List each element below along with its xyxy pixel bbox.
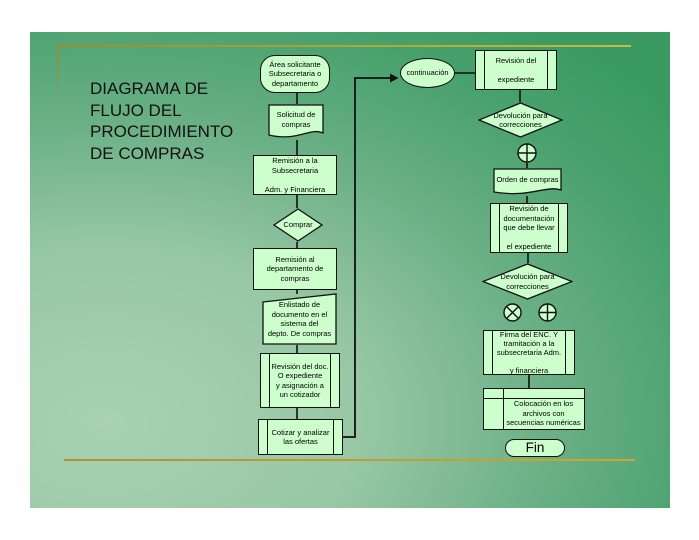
shape-fin: Fin [505,439,565,457]
accent-line-left [57,45,59,107]
shape-cotizar: Cotizar y analizar las ofertas [258,419,343,455]
shape-label: Devolución para correcciones [500,272,555,291]
slide: DIAGRAMA DE FLUJO DEL PROCEDIMIENTO DE C… [30,32,670,508]
shape-area-solicitante: Área solicitante Subsecretaria o departa… [260,55,330,93]
shape-enlistado: Enlistado de documento en el sistema del… [262,293,337,345]
accent-line-top [57,45,631,47]
document-icon [493,168,562,195]
shape-revision-documentacion: Revisión de documentación que debe lleva… [490,203,568,253]
shape-label: Comprar [283,220,313,230]
shape-colocacion: Colocación en los archivos con secuencia… [483,388,585,430]
accent-line-bottom [64,459,635,461]
shape-label: Colocación en los archivos con secuencia… [506,399,581,428]
shape-label: Solicitud de compras [276,110,316,129]
shape-label: Enlistado de documento en el sistema del… [267,300,332,338]
shape-label: Devolución para correcciones [493,110,548,130]
decision-diamond-icon [482,263,573,300]
decision-diamond-icon [478,102,563,138]
shape-label: Orden de compras [496,174,559,184]
decision-diamond-icon [273,208,323,242]
shape-devolucion-1: Devolución para correcciones [478,102,563,138]
shape-devolucion-2: Devolución para correcciones [482,263,573,300]
shape-solicitud-compras: Solicitud de compras [268,104,324,140]
cross-junction-icon [503,303,522,327]
shape-remision-departamento: Remisión al departamento de compras [253,248,337,290]
loop-connector [343,77,390,438]
shape-continuacion: continuación [400,58,455,88]
storage-divider-horizontal [484,398,584,399]
shape-remision-subsecretaria: Remisión a la Subsecretaria Adm. y Finan… [253,155,337,195]
slide-title: DIAGRAMA DE FLUJO DEL PROCEDIMIENTO DE C… [90,79,234,163]
shape-comprar: Comprar [273,208,323,242]
shape-revision-doc: Revisión del doc. O expediente y asignac… [260,353,340,408]
manual-input-icon [262,293,337,345]
plus-junction-icon [517,143,537,168]
shape-orden-compras: Orden de compras [493,168,562,196]
flow-connector-lines [296,72,530,438]
document-icon [268,104,324,138]
shape-revision-expediente: Revisión del expediente [475,50,557,90]
arrowhead-icon [390,73,399,83]
storage-divider-vertical [503,389,504,429]
plus-junction-icon [538,303,557,327]
connector-segments [296,72,530,419]
shape-firma-enc: Firma del ENC. Y tramitación a la subsec… [483,330,575,375]
